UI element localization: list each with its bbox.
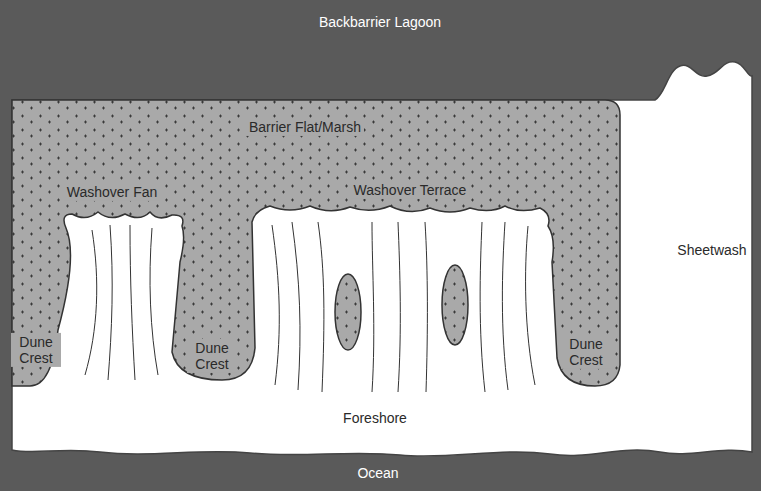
terrace-island: [442, 265, 468, 345]
flow-lines: [85, 222, 535, 392]
dune-label: Dune Crest: [561, 335, 611, 369]
dune-label: Dune Crest: [11, 333, 61, 367]
region-label: Barrier Flat/Marsh: [246, 118, 364, 136]
region-label: Sheetwash: [674, 241, 749, 259]
dune-label: Dune Crest: [187, 339, 237, 373]
sand-area: [12, 62, 752, 456]
region-label: Washover Terrace: [351, 181, 470, 199]
marsh-and-dunes: [12, 100, 620, 386]
terrace-island: [335, 274, 361, 350]
water-label: Ocean: [354, 464, 401, 482]
region-label: Washover Fan: [64, 183, 161, 201]
region-label: Foreshore: [340, 409, 410, 427]
water-label: Backbarrier Lagoon: [316, 13, 444, 31]
